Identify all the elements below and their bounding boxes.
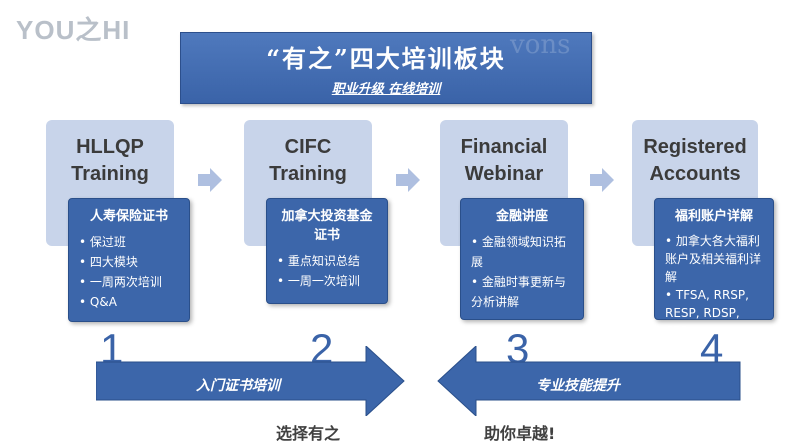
module-box-cifc: 加拿大投资基金证书 重点知识总结 一周一次培训 — [266, 198, 388, 304]
module-number: 3 — [506, 325, 530, 372]
list-item: 加拿大各大福利账户及相关福利详解 — [665, 232, 767, 286]
chevron-right-icon — [198, 168, 222, 192]
card-title-line: CIFC — [284, 136, 332, 158]
module-box-accounts: 福利账户详解 加拿大各大福利账户及相关福利详解 TFSA, RRSP, RESP… — [654, 198, 774, 338]
box-title: 加拿大投资基金证书 — [281, 209, 373, 243]
list-item: TFSA, RRSP, RESP, RDSP, CPP… — [665, 286, 767, 340]
list-item: 保过班 — [79, 232, 183, 252]
card-title-line: Registered — [643, 136, 747, 158]
box-title: 福利账户详解 — [674, 209, 753, 224]
list-item: 一周一次培训 — [277, 271, 381, 291]
bottom-text-left: 选择有之 — [276, 424, 341, 443]
card-title-line: Training — [269, 163, 347, 185]
arrow-left-icon — [437, 346, 741, 416]
list-item: 四大模块 — [79, 252, 183, 272]
card-title-line: HLLQP — [76, 136, 144, 158]
module-box-hllqp: 人寿保险证书 保过班 四大模块 一周两次培训 Q&A — [68, 198, 190, 322]
chevron-right-icon — [396, 168, 420, 192]
banner-title: “有之”四大培训板块 — [266, 44, 506, 73]
list-item: 重点知识总结 — [277, 251, 381, 271]
card-title-line: Accounts — [649, 163, 741, 185]
card-title-line: Training — [71, 163, 149, 185]
box-title: 人寿保险证书 — [89, 209, 168, 224]
bottom-text-right: 助你卓越! — [484, 424, 556, 443]
module-number: 4 — [700, 325, 724, 372]
arrow-label-left: 入门证书培训 — [196, 378, 280, 394]
arrow-label-right: 专业技能提升 — [536, 378, 620, 394]
list-item: 一周两次培训 — [79, 272, 183, 292]
list-item: 金融时事更新与分析讲解 — [471, 272, 577, 312]
logo: YOU之HI — [16, 15, 131, 45]
title-banner: “有之”四大培训板块 职业升级 在线培训 — [180, 32, 592, 104]
module-number: 1 — [100, 325, 124, 372]
box-title: 金融讲座 — [495, 209, 548, 224]
list-item: 金融领域知识拓展 — [471, 232, 577, 272]
arrow-right-icon — [96, 346, 405, 416]
banner-subtitle: 职业升级 在线培训 — [331, 82, 441, 97]
card-title-line: Webinar — [464, 163, 544, 185]
watermark: vons — [510, 30, 571, 60]
module-number: 2 — [310, 325, 334, 372]
chevron-right-icon — [590, 168, 614, 192]
card-title-line: Financial — [460, 136, 548, 158]
list-item: Q&A — [79, 292, 183, 312]
module-box-webinar: 金融讲座 金融领域知识拓展 金融时事更新与分析讲解 — [460, 198, 584, 320]
